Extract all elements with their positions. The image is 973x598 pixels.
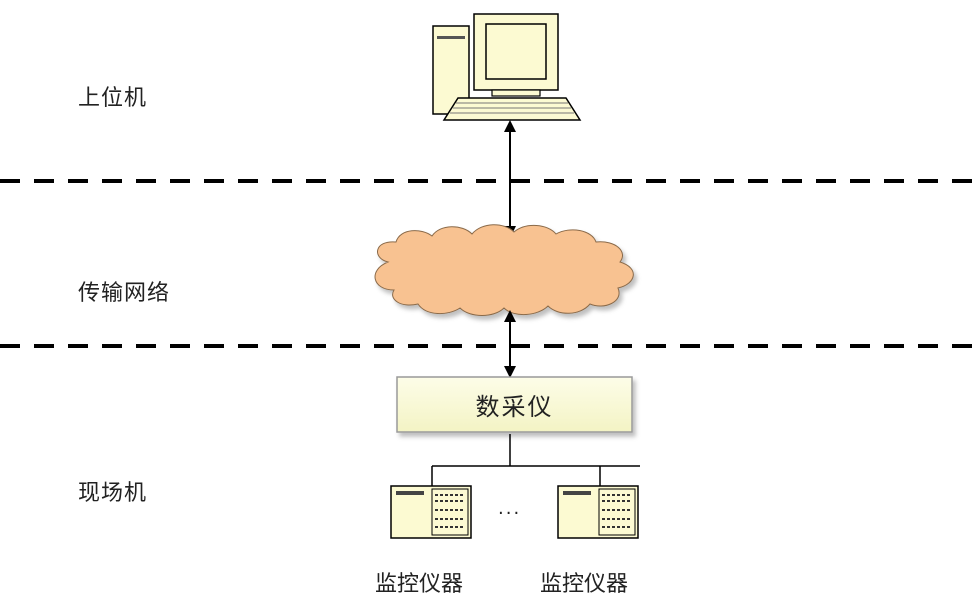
instrument-rack-icon — [557, 485, 639, 539]
instrument-label-2: 监控仪器 — [540, 572, 629, 597]
desktop-computer-icon — [432, 13, 582, 121]
layer-label-field: 现场机 — [78, 481, 148, 506]
daq-box — [396, 376, 633, 433]
instrument-ellipsis: ... — [498, 498, 522, 519]
instrument-rack-icon — [390, 485, 472, 539]
layer-label-host: 上位机 — [78, 86, 148, 111]
instrument-label-1: 监控仪器 — [375, 572, 464, 597]
daq-label: 数采仪 — [475, 393, 554, 421]
layer-label-network: 传输网络 — [78, 281, 171, 306]
cloud-icon — [374, 224, 634, 316]
